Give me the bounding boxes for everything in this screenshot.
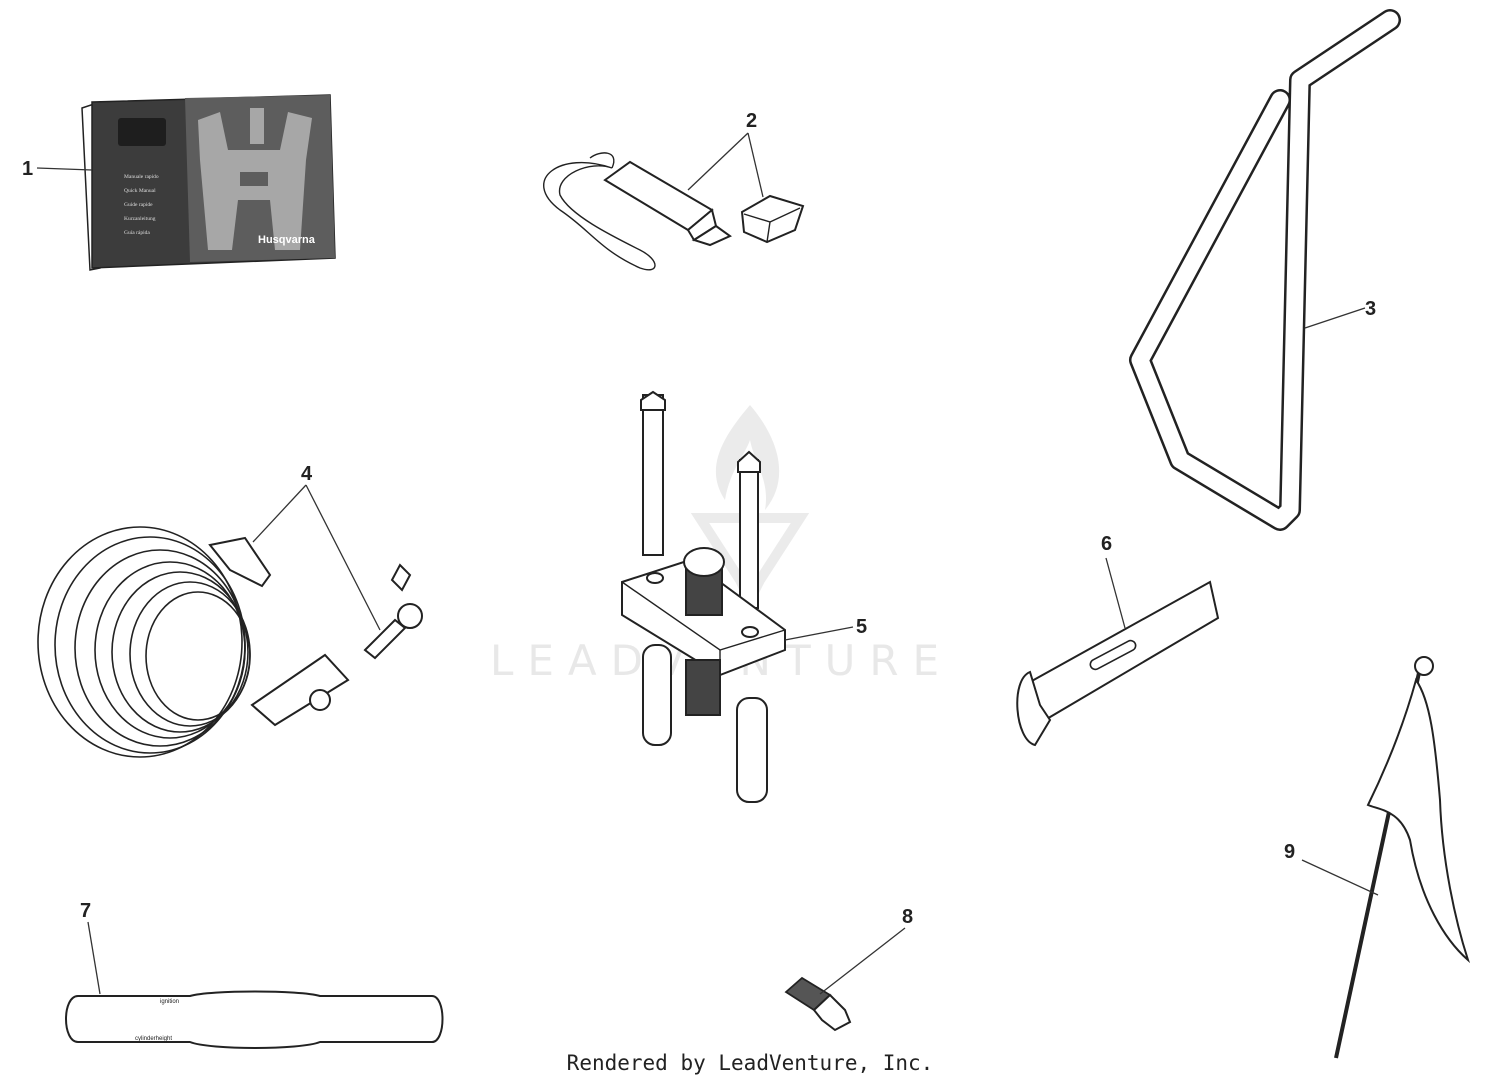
cable-lock-and-keys xyxy=(37,526,423,758)
callout-6: 6 xyxy=(1101,533,1112,555)
key-icon xyxy=(363,563,423,660)
callout-4: 4 xyxy=(301,463,313,485)
manual-menu-line-4: Kurzanleitung xyxy=(124,216,156,222)
rendered-by-footer: Rendered by LeadVenture, Inc. xyxy=(567,1051,934,1075)
manual-menu-line-1: Manuale rapido xyxy=(124,174,159,180)
callout-3: 3 xyxy=(1365,298,1376,320)
callout-8: 8 xyxy=(902,906,913,928)
gauge: ignition cylinderheight xyxy=(65,990,444,1049)
gauge-label-top: ignition xyxy=(160,999,179,1005)
callout-2: 2 xyxy=(746,110,757,132)
callout-7: 7 xyxy=(80,900,91,922)
usb-cap xyxy=(740,194,805,244)
gauge-label-bottom: cylinderheight xyxy=(135,1036,172,1042)
manual-brand: Husqvarna xyxy=(258,234,316,246)
usb-memory-stick xyxy=(543,152,805,271)
husqvarna-logo-icon xyxy=(198,108,312,250)
callout-5: 5 xyxy=(856,616,867,638)
puller-tool xyxy=(621,390,786,803)
leader-lines xyxy=(36,132,1379,995)
screw xyxy=(784,976,852,1032)
callout-9: 9 xyxy=(1284,841,1295,863)
manual-menu-line-2: Quick Manual xyxy=(124,188,156,194)
cable-coil xyxy=(37,526,251,758)
operator-manual: Manuale rapido Quick Manual Guide rapide… xyxy=(81,94,336,271)
callout-numbers: 1 2 3 4 5 6 7 8 9 xyxy=(22,110,1376,928)
tow-bar xyxy=(1129,9,1401,531)
lock-head xyxy=(250,653,350,727)
manual-menu-line-3: Guide rapide xyxy=(124,202,153,208)
callout-1: 1 xyxy=(22,158,33,180)
safety-flag xyxy=(1334,656,1471,1059)
spanner-wrench xyxy=(1016,580,1220,747)
manual-menu-line-5: Guía rápida xyxy=(124,230,150,236)
